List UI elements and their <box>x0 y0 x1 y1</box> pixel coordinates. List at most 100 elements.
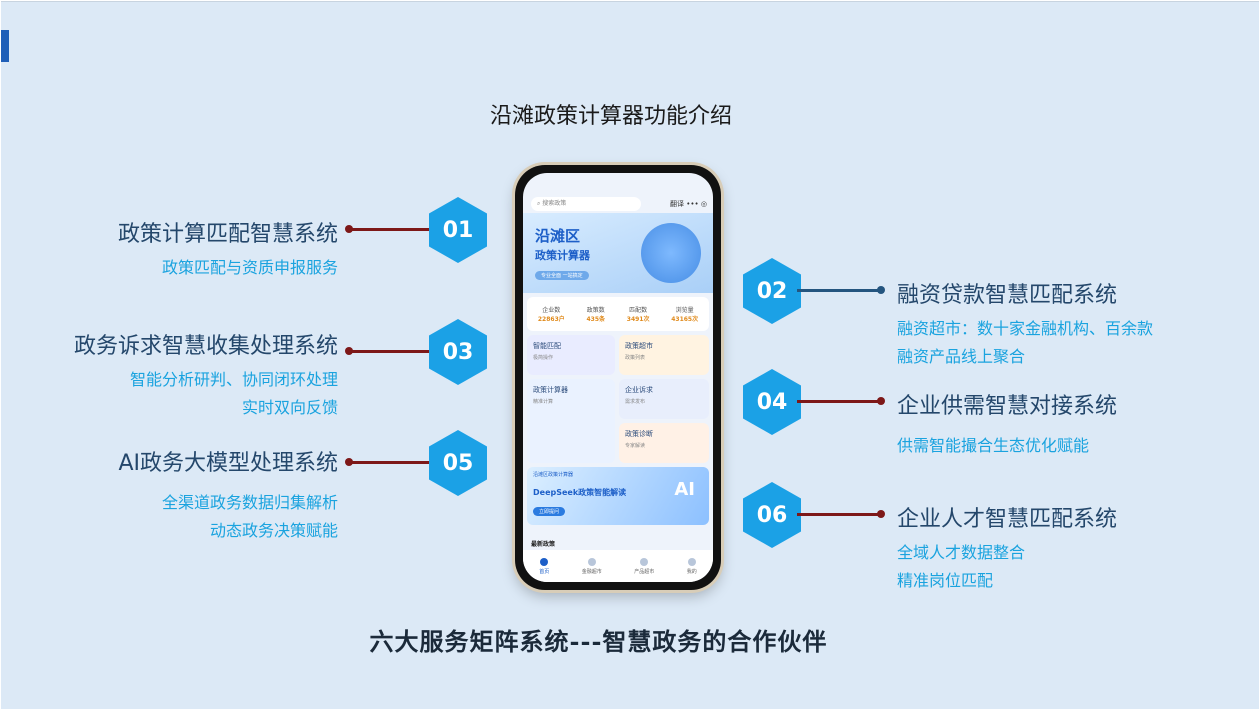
tab-me[interactable]: 我的 <box>686 557 697 575</box>
feature-title: 政务诉求智慧收集处理系统 <box>73 334 338 359</box>
card-title: 政策诊断 <box>625 430 653 438</box>
feature-desc: 动态政务决策赋能 <box>209 521 338 540</box>
feature-desc: 精准岗位匹配 <box>897 571 994 590</box>
feature-desc: 供需智能撮合生态优化赋能 <box>897 436 1090 455</box>
tab-finance[interactable]: 金融超市 <box>581 557 602 575</box>
user-icon <box>687 557 696 566</box>
card-title: 政策超市 <box>625 342 653 350</box>
feature-desc: 政策匹配与资质申报服务 <box>161 258 338 277</box>
feature-title: AI政务大模型处理系统 <box>118 451 338 476</box>
stat-item: 企业数 22863户 <box>538 305 565 323</box>
search-input[interactable]: ⌕ 搜索政策 <box>531 197 641 211</box>
banner-title: 沿滩区 <box>535 227 581 245</box>
badge-01: 01 <box>429 197 487 263</box>
badge-04: 04 <box>743 369 801 435</box>
badge-02: 02 <box>743 258 801 324</box>
tab-products[interactable]: 产品超市 <box>634 557 655 575</box>
connector-line <box>797 513 879 516</box>
stat-label: 企业数 <box>542 307 561 314</box>
feature-title: 企业供需智慧对接系统 <box>897 394 1118 419</box>
card-title: 政策计算器 <box>533 386 568 394</box>
finance-icon <box>587 557 596 566</box>
ai-banner[interactable]: 沿滩区政策计算器 DeepSeek政策智能解读 立即提问 AI <box>527 467 709 525</box>
ask-button[interactable]: 立即提问 <box>533 507 566 516</box>
badge-03: 03 <box>429 319 487 385</box>
feature-desc: 融资产品线上聚合 <box>897 347 1026 366</box>
stat-value: 435条 <box>586 316 606 323</box>
stat-item: 政策数 435条 <box>587 305 606 323</box>
connector-dot <box>345 458 353 466</box>
stat-value: 22863户 <box>537 316 565 323</box>
feature-05: AI政务大模型处理系统 全渠道政务数据归集解析 动态政务决策赋能 <box>118 445 338 545</box>
feature-title: 企业人才智慧匹配系统 <box>897 507 1118 532</box>
connector-dot <box>345 225 353 233</box>
feature-03: 政务诉求智慧收集处理系统 智能分析研判、协同闭环处理 实时双向反馈 <box>74 328 338 422</box>
card-title: 智能匹配 <box>533 342 561 350</box>
connector-dot <box>877 286 885 294</box>
bottom-slogan: 六大服务矩阵系统---智慧政务的合作伙伴 <box>369 627 828 656</box>
feature-desc: 融资超市：数十家金融机构、百余款 <box>897 319 1154 338</box>
feature-desc: 全域人才数据整合 <box>897 543 1026 562</box>
tab-label: 产品超市 <box>634 568 655 575</box>
ai-title: DeepSeek政策智能解读 <box>533 488 627 497</box>
hero-banner: 沿滩区 政策计算器 专业全面 一站搞定 <box>523 213 713 293</box>
feature-desc: 全渠道政务数据归集解析 <box>161 493 338 512</box>
connector-line <box>797 289 879 292</box>
more-icon[interactable]: ••• <box>686 200 699 208</box>
translate-button[interactable]: 翻译 <box>670 200 685 208</box>
tab-home[interactable]: 首页 <box>539 557 550 575</box>
accent-bar <box>1 30 9 62</box>
phone-mockup: ⌕ 搜索政策 翻译 ••• ◎ 沿滩区 政策计算器 专业全面 一站搞定 企业数 2… <box>515 165 721 590</box>
feature-01: 政策计算匹配智慧系统 政策匹配与资质申报服务 <box>118 216 338 282</box>
top-actions: 翻译 ••• ◎ <box>670 199 707 209</box>
feature-02: 融资贷款智慧匹配系统 融资超市：数十家金融机构、百余款 融资产品线上聚合 <box>897 277 1153 371</box>
badge-06: 06 <box>743 482 801 548</box>
card-title: 企业诉求 <box>625 386 653 394</box>
products-icon <box>640 557 649 566</box>
card-sub: 需求发布 <box>625 399 646 405</box>
connector-dot <box>877 510 885 518</box>
connector-line <box>351 228 435 231</box>
card-sub: 专家解读 <box>625 443 646 449</box>
card-enterprise-appeal[interactable]: 企业诉求需求发布 <box>619 379 709 419</box>
feature-desc: 实时双向反馈 <box>241 398 338 417</box>
stat-value: 43165次 <box>671 316 699 323</box>
connector-line <box>351 350 435 353</box>
feature-06: 企业人才智慧匹配系统 全域人才数据整合 精准岗位匹配 <box>897 501 1117 595</box>
feature-title: 融资贷款智慧匹配系统 <box>897 283 1118 308</box>
card-smart-match[interactable]: 智能匹配极简操作 <box>527 335 615 375</box>
card-policy-calculator[interactable]: 政策计算器精准计算 <box>527 379 615 463</box>
feature-04: 企业供需智慧对接系统 供需智能撮合生态优化赋能 <box>897 388 1117 460</box>
card-policy-market[interactable]: 政策超市政策列表 <box>619 335 709 375</box>
ai-badge: AI <box>674 479 695 500</box>
connector-line <box>351 461 435 464</box>
badge-05: 05 <box>429 430 487 496</box>
card-sub: 精准计算 <box>533 399 554 405</box>
connector-dot <box>345 347 353 355</box>
stat-label: 匹配数 <box>629 307 648 314</box>
search-placeholder: 搜索政策 <box>542 200 567 207</box>
feature-title: 政策计算匹配智慧系统 <box>117 222 338 247</box>
tab-label: 我的 <box>686 568 697 575</box>
home-icon <box>540 557 549 566</box>
card-sub: 极简操作 <box>533 355 554 361</box>
banner-graphic <box>641 223 701 283</box>
card-policy-diagnosis[interactable]: 政策诊断专家解读 <box>619 423 709 463</box>
phone-screen: ⌕ 搜索政策 翻译 ••• ◎ 沿滩区 政策计算器 专业全面 一站搞定 企业数 2… <box>523 173 713 582</box>
target-icon[interactable]: ◎ <box>700 200 707 208</box>
bottom-tab-bar: 首页 金融超市 产品超市 我的 <box>523 550 713 582</box>
connector-line <box>797 400 879 403</box>
feature-desc: 智能分析研判、协同闭环处理 <box>129 370 338 389</box>
stat-label: 政策数 <box>586 307 605 314</box>
ai-tag: 沿滩区政策计算器 <box>533 472 574 478</box>
connector-dot <box>877 397 885 405</box>
tab-label: 首页 <box>539 568 550 575</box>
banner-subtitle: 政策计算器 <box>535 249 590 262</box>
news-heading: 最新政策 <box>531 541 556 548</box>
tab-label: 金融超市 <box>581 568 602 575</box>
card-sub: 政策列表 <box>625 355 646 361</box>
